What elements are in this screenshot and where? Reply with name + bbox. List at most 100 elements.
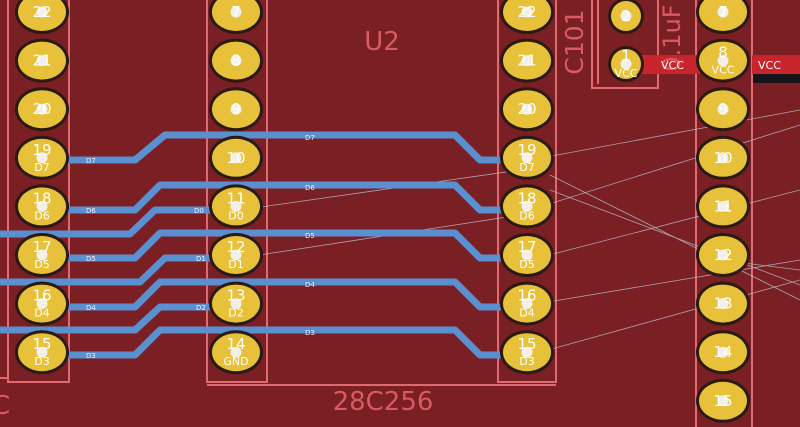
left-edge-fragment-label: C [0,391,10,421]
pad-drill-hole [717,395,729,407]
pad-col2[interactable]: 9 [209,87,263,132]
pad-drill-hole [717,298,729,310]
ratsnest-line [529,124,800,211]
trace-layer [0,131,531,359]
u2-reference-label: U2 [364,27,400,57]
pad-number: 11 [226,189,245,207]
trace-d3 [38,326,531,359]
trace-label: D7 [305,134,315,142]
pad-net-name: D2 [228,307,243,320]
pad-drill-hole [717,6,729,18]
pad-number: 12 [713,246,732,264]
pad-number: 1 [621,47,631,65]
pad-col4[interactable]: 12 [696,233,750,277]
pad-number: 21 [32,52,51,70]
pad-col2[interactable]: 10 [209,135,263,180]
pad-drill-hole [620,58,632,70]
pad-number: 14 [226,335,245,353]
pad-number: 8 [231,52,241,70]
trace-label: D4 [86,304,96,312]
pad-net-name: D1 [228,258,243,271]
pad-drill-hole [36,55,48,67]
pad-number: 21 [517,52,536,70]
pad-number: 19 [517,141,536,159]
pad-net-name: D4 [34,307,49,320]
pad-drill-hole [521,200,533,212]
u2-outline-right [497,0,557,383]
pad-number: 17 [517,238,536,256]
pad-drill-hole [230,298,242,310]
trace-d4 [38,278,531,311]
pad-drill-hole [717,103,729,115]
ratsnest-line [529,279,800,356]
cap-pad[interactable]: 2 [608,0,644,34]
pad-col3[interactable]: 21 [500,38,554,83]
pad-number: 20 [517,100,536,118]
pad-col4[interactable]: 10 [696,135,750,180]
pad-number: 9 [718,100,728,118]
pad-number: 18 [517,189,536,207]
pad-col1[interactable]: 22 [15,0,69,34]
pad-drill-hole [521,346,533,358]
pad-col4[interactable]: 9 [696,87,750,132]
pad-number: 16 [32,287,51,305]
trace-d1 [0,254,240,286]
vcc-net-label-left: VCC [661,59,684,72]
pad-col4[interactable]: 11 [696,184,750,229]
pad-col1[interactable]: 20 [15,87,69,132]
vcc-net-label-right: VCC [758,59,781,72]
trace-label: D3 [86,352,96,360]
pad-drill-hole [36,298,48,310]
pad-net-name: D5 [519,258,534,271]
pad-col2[interactable]: 7 [209,0,263,34]
vcc-bar-left [640,55,700,74]
pad-col3[interactable]: 20 [500,87,554,132]
trace-label: D6 [86,207,96,215]
cap-reference-label: C101 [560,9,589,74]
u-left-outline [7,0,70,383]
pad-number: 15 [713,392,732,410]
pad-col4[interactable]: 14 [696,330,750,375]
pad-col4[interactable]: 7 [696,0,750,34]
pad-col1[interactable]: 21 [15,38,69,83]
trace-d2 [0,303,240,334]
header-pin-band [753,73,800,83]
pad-col4[interactable]: 15 [696,378,750,423]
pad-net-name: D4 [519,307,534,320]
pad-col4[interactable]: 13 [696,281,750,326]
pad-drill-hole [230,152,242,164]
cap-outline [591,0,659,89]
pad-number: 15 [32,335,51,353]
trace-label: D6 [305,184,315,192]
pad-number: 13 [713,295,732,313]
pad-number: 15 [517,335,536,353]
pad-drill-hole [521,103,533,115]
pad-drill-hole [521,298,533,310]
ratsnest-line [549,189,800,286]
pad-col2[interactable]: 8 [209,38,263,83]
pad-net-name: D6 [34,209,49,222]
pad-drill-hole [230,346,242,358]
pad-number: 19 [32,141,51,159]
trace-d6 [38,181,531,214]
pad-col3[interactable]: 22 [500,0,554,34]
pad-net-name: VCC [712,64,735,77]
